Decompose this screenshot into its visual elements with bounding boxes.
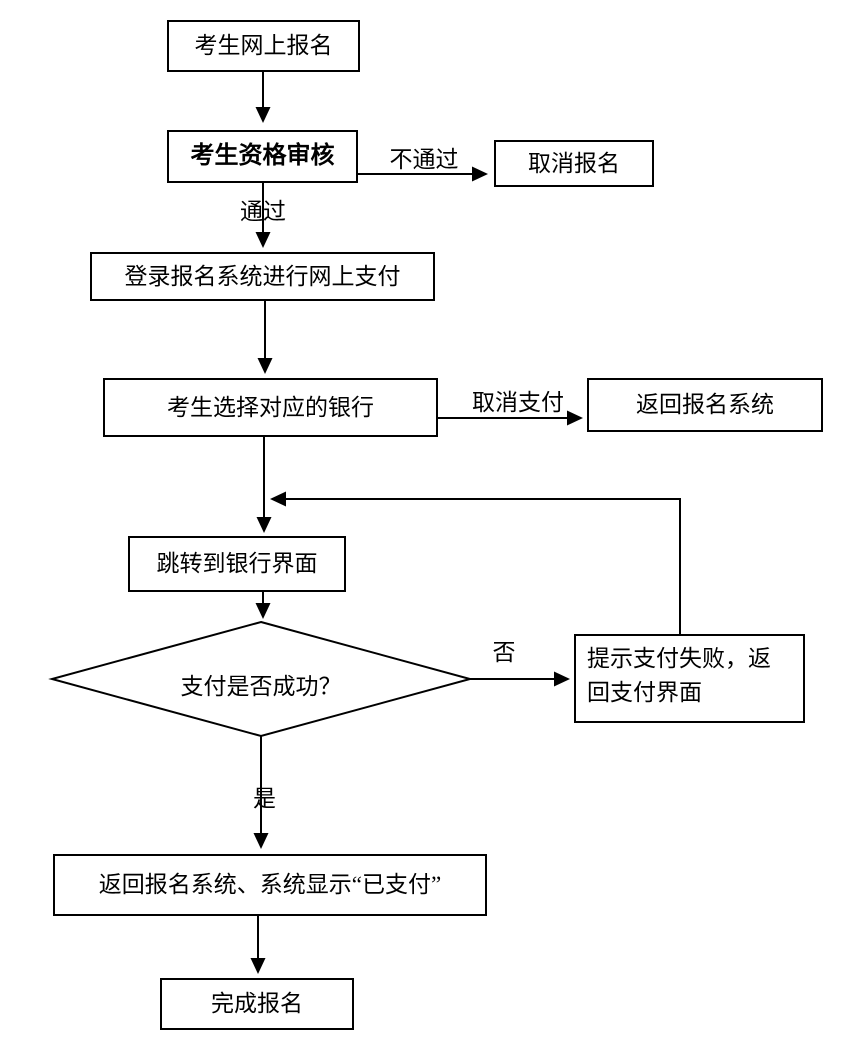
node-payment-failed-return: 提示支付失败，返回支付界面 <box>574 634 805 723</box>
node-jump-to-bank-page: 跳转到银行界面 <box>128 536 346 592</box>
node-return-registration-system: 返回报名系统 <box>587 378 823 432</box>
edge-label-pass: 通过 <box>240 199 286 224</box>
decision-diamond-shape <box>48 620 474 738</box>
node-register-online: 考生网上报名 <box>167 20 360 72</box>
node-qualification-review: 考生资格审核 <box>167 130 358 183</box>
decision-payment-success-label: 支付是否成功？ <box>180 674 342 699</box>
node-login-online-payment: 登录报名系统进行网上支付 <box>90 252 435 301</box>
edge-label-yes: 是 <box>253 786 276 811</box>
arrow-payment-failed-loop-back <box>270 491 681 634</box>
edge-label-cancel-payment: 取消支付 <box>472 390 564 415</box>
node-cancel-registration: 取消报名 <box>494 140 654 187</box>
node-system-shows-paid: 返回报名系统、系统显示“已支付” <box>53 854 487 916</box>
edge-label-not-pass: 不通过 <box>389 147 459 172</box>
node-select-bank: 考生选择对应的银行 <box>103 378 438 437</box>
edge-label-no: 否 <box>492 640 516 665</box>
node-complete-registration: 完成报名 <box>160 978 354 1030</box>
